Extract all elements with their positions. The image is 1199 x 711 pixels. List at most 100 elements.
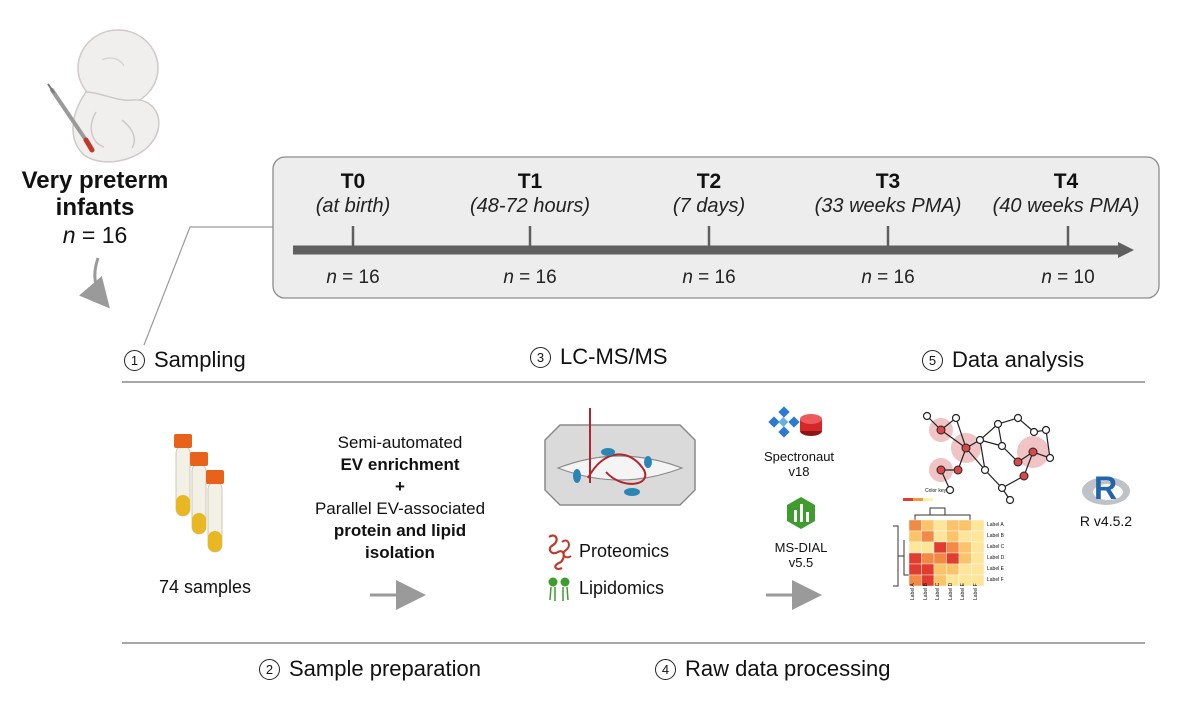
cohort-title-line2: infants — [55, 194, 135, 221]
heatmap-cell — [933, 530, 947, 543]
sample-count: 74 samples — [158, 577, 252, 597]
timepoint-desc: (33 weeks PMA) — [814, 195, 962, 217]
heatmap-cell — [908, 563, 922, 576]
cohort-size: n = 16 — [20, 222, 170, 249]
step-sample-preparation: 2 Sample preparation — [259, 656, 481, 682]
heatmap-row-label: Label F — [987, 577, 1004, 583]
proteomics-icon — [548, 534, 572, 571]
cohort-title-line1: Very preterm — [21, 167, 169, 194]
sample-tubes-icon — [174, 434, 224, 553]
heatmap-row-label: Label C — [987, 544, 1005, 550]
step-number: 1 — [124, 349, 145, 371]
heatmap-row-label: Label A — [987, 522, 1004, 528]
heatmap-cell — [921, 552, 935, 565]
step-data-analysis: 5 Data analysis — [922, 347, 1084, 373]
software-name: Spectronaut — [763, 449, 835, 464]
step-number: 3 — [530, 346, 551, 368]
heatmap-cell — [946, 552, 960, 565]
n-symbol: n — [326, 267, 337, 288]
heatmap-row-label: Label D — [987, 555, 1005, 561]
n-value: = 16 — [692, 267, 736, 288]
r-logo-letter: R — [1094, 470, 1118, 506]
prep-line-bold: EV enrichment — [340, 455, 460, 474]
heatmap-cell — [958, 519, 972, 532]
heatmap-col-label: Label D — [947, 582, 954, 600]
heatmap-cell — [908, 519, 922, 532]
network-graph — [922, 411, 1055, 505]
timeline-ticks — [351, 226, 1070, 248]
step-label: LC-MS/MS — [560, 344, 668, 369]
timepoint-desc: (at birth) — [315, 195, 391, 217]
timepoint-t2: T2 (7 days) — [609, 170, 809, 218]
n-value: = 16 — [336, 267, 380, 288]
heatmap-col-label: Label C — [935, 582, 941, 600]
heatmap-cell — [971, 574, 985, 587]
heatmap-cell — [958, 541, 972, 554]
heatmap-cell — [971, 552, 985, 565]
timepoint-label: T3 — [875, 170, 901, 193]
step-label: Raw data processing — [685, 656, 891, 681]
heatmap-cell — [933, 519, 947, 532]
step-number: 4 — [655, 658, 676, 680]
step-lcms: 3 LC-MS/MS — [530, 344, 668, 370]
heatmap-cell — [946, 563, 960, 576]
timepoint-desc: (40 weeks PMA) — [992, 195, 1140, 217]
timepoint-label: T4 — [1053, 170, 1079, 193]
timepoint-t1-n: n = 16 — [460, 267, 600, 289]
timepoint-label: T0 — [340, 170, 366, 193]
heatmap-row-label: Label B — [987, 533, 1004, 539]
cohort-title: Very preterm infants — [20, 167, 170, 221]
step-raw-data-processing: 4 Raw data processing — [655, 656, 890, 682]
software-name: MS-DIAL — [774, 540, 828, 555]
heatmap-cell — [908, 530, 922, 543]
heatmap-cell — [971, 541, 985, 554]
step-label: Data analysis — [952, 347, 1085, 372]
heatmap-cell — [908, 541, 922, 554]
step-number: 5 — [922, 349, 943, 371]
step-label: Sample preparation — [289, 656, 482, 681]
timepoint-desc: (7 days) — [672, 195, 746, 217]
r-version-label: R v4.5.2 — [1079, 513, 1133, 529]
prep-line-bold: isolation — [365, 543, 435, 562]
spectronaut-logo — [768, 406, 822, 438]
heatmap-cell — [971, 530, 985, 543]
timepoint-label: T2 — [696, 170, 722, 193]
lipidomics-icon — [548, 577, 570, 601]
step-number: 2 — [259, 658, 280, 680]
heatmap-cell — [958, 530, 972, 543]
prep-line: Semi-automated — [337, 433, 463, 452]
lipidomics-label: Lipidomics — [579, 578, 665, 598]
n-value: = 16 — [513, 267, 557, 288]
heatmap-cell — [933, 552, 947, 565]
n-value: = 10 — [1051, 267, 1095, 288]
cohort-n-symbol: n — [62, 222, 76, 248]
heatmap-col-label: Label E — [960, 583, 966, 600]
prep-line-bold: protein and lipid — [333, 521, 467, 540]
r-logo — [1082, 477, 1130, 505]
timepoint-t0: T0 (at birth) — [253, 170, 453, 218]
heatmap-cell — [958, 563, 972, 576]
heatmap-col-label: Label B — [922, 583, 929, 600]
timeline-connector — [143, 226, 273, 346]
timepoint-t1: T1 (48-72 hours) — [430, 170, 630, 218]
heatmap-col-label: Label F — [972, 583, 979, 600]
msdial-label: MS-DIAL v5.5 — [746, 540, 856, 570]
prep-plus: + — [395, 477, 405, 496]
heatmap-key-label: Color key — [925, 488, 947, 494]
timepoint-t3: T3 (33 weeks PMA) — [788, 170, 988, 218]
heatmap-col-label: Label A — [910, 583, 916, 600]
heatmap-cell — [933, 563, 947, 576]
heatmap — [893, 498, 985, 587]
heatmap-cell — [946, 519, 960, 532]
heatmap-cell — [921, 519, 935, 532]
heatmap-cell — [946, 530, 960, 543]
heatmap-cell — [933, 541, 947, 554]
proteomics-label: Proteomics — [579, 541, 670, 561]
software-version: v5.5 — [788, 555, 814, 570]
timepoint-t0-n: n = 16 — [283, 267, 423, 289]
heatmap-cell — [971, 519, 985, 532]
msdial-logo — [787, 497, 815, 529]
infant-illustration — [47, 29, 160, 163]
